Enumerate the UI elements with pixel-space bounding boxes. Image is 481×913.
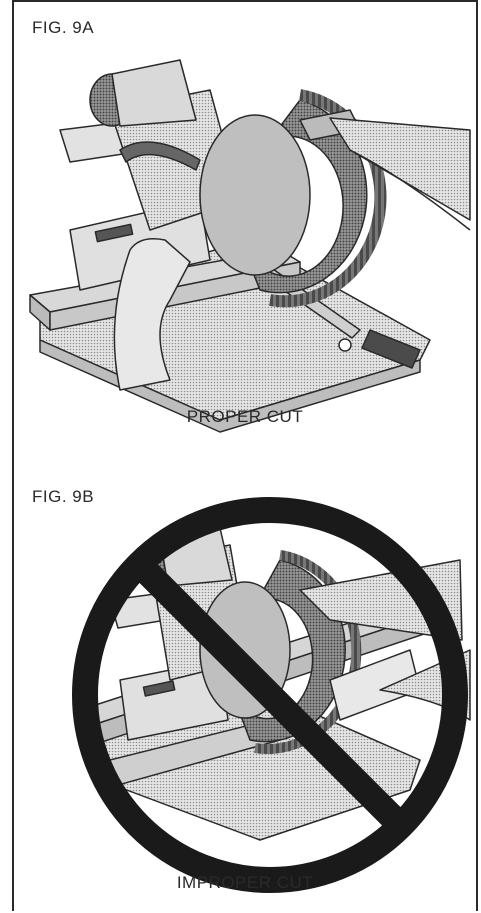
page-frame	[12, 0, 478, 911]
fig-9b-label: FIG. 9B	[32, 487, 95, 506]
fig-9a-caption: PROPER CUT	[186, 407, 304, 426]
prohibition-sign-icon	[72, 497, 468, 893]
fig-9a-label: FIG. 9A	[32, 18, 95, 37]
miter-saw-proper-cut	[29, 59, 471, 433]
fig-9b-caption: IMPROPER CUT	[176, 873, 314, 892]
